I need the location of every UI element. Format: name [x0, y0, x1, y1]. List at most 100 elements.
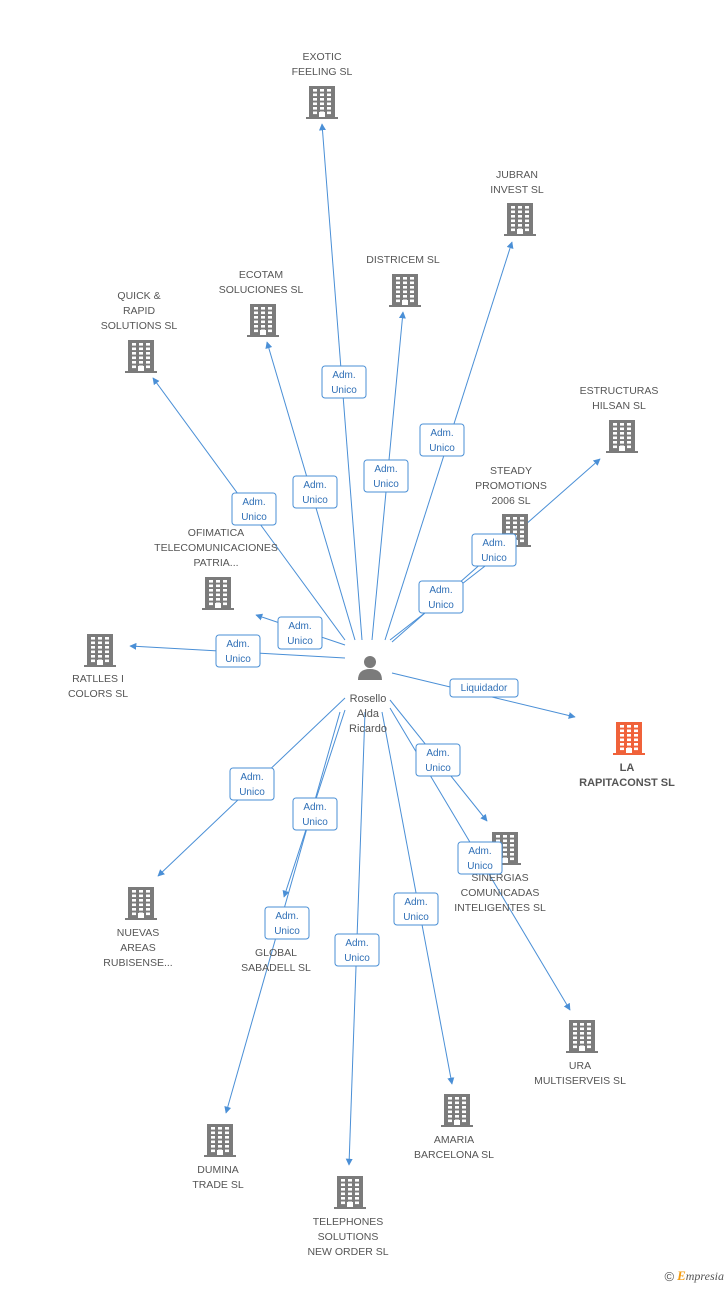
relation-text: Unico [344, 953, 370, 964]
relation-text: Adm. [430, 428, 453, 439]
relation-label-steady-promotions[interactable]: Adm.Unico [418, 580, 464, 614]
company-name: COLORS SL [68, 688, 128, 700]
relation-text: Adm. [226, 639, 249, 650]
relation-text: Unico [241, 512, 267, 523]
relation-text: Adm. [482, 538, 505, 549]
company-name: RAPID [123, 305, 156, 317]
relation-text: Unico [403, 912, 429, 923]
company-name: AMARIA [434, 1134, 474, 1146]
relation-label-ofimatica[interactable]: Adm. Unico [277, 616, 323, 650]
relation-text: Unico [225, 654, 251, 665]
building-icon[interactable] [504, 203, 536, 236]
company-name: TELEPHONES [313, 1216, 384, 1228]
company-name: URA [569, 1060, 591, 1072]
building-icon[interactable] [441, 1094, 473, 1127]
relation-text: Unico [373, 479, 399, 490]
brand-logo: Empresia [677, 1268, 724, 1283]
building-icon[interactable] [247, 304, 279, 337]
relation-text: Adm. [242, 497, 265, 508]
relation-label-global-sabadell[interactable]: Adm.Unico [292, 797, 338, 831]
company-name: JUBRAN [496, 169, 538, 181]
company-node-ratlles[interactable]: RATLLES I COLORS SL [68, 634, 128, 700]
company-name: NEW ORDER SL [307, 1246, 388, 1258]
company-name: STEADY [490, 465, 532, 477]
building-icon[interactable] [84, 634, 116, 667]
relation-label-amaria-barcelona[interactable]: Adm. Unico [393, 892, 439, 926]
company-name: SOLUTIONS SL [101, 320, 178, 332]
relation-text: Unico [239, 787, 265, 798]
relation-label-districem[interactable]: Adm.Unico [363, 459, 409, 493]
relation-label-ratlles[interactable]: Adm. Unico [215, 634, 261, 668]
company-name: RATLLES I [72, 673, 124, 685]
company-name: DISTRICEM SL [366, 254, 440, 266]
building-icon[interactable] [613, 722, 645, 755]
company-name: SOLUTIONS [318, 1231, 379, 1243]
building-icon[interactable] [125, 340, 157, 373]
relation-text: Adm. [429, 585, 452, 596]
relation-text: Adm. [303, 480, 326, 491]
building-icon[interactable] [566, 1020, 598, 1053]
relation-label-telephones-solutions[interactable]: Adm.Unico [334, 933, 380, 967]
relation-text: Adm. [332, 370, 355, 381]
building-icon[interactable] [125, 887, 157, 920]
relation-label-nuevas-areas[interactable]: Adm.Unico [229, 767, 275, 801]
building-icon[interactable] [389, 274, 421, 307]
building-icon[interactable] [204, 1124, 236, 1157]
relation-label-sinergias[interactable]: Adm.Unico [415, 743, 461, 777]
relation-text: Adm. [404, 897, 427, 908]
building-icon[interactable] [306, 86, 338, 119]
company-name: SOLUCIONES SL [219, 284, 304, 296]
relation-text: Liquidador [461, 683, 508, 694]
building-icon[interactable] [606, 420, 638, 453]
relation-text: Unico [331, 385, 357, 396]
relation-label-ecotam[interactable]: Adm.Unico [292, 475, 338, 509]
company-name: ESTRUCTURAS [580, 385, 659, 397]
company-node-ura-multiserveis[interactable]: URA MULTISERVEIS SL [534, 1020, 626, 1087]
relation-text: Unico [287, 636, 313, 647]
relation-label-ura-multiserveis[interactable]: Adm.Unico [457, 841, 503, 875]
person-name: Alda [357, 708, 380, 720]
company-name: INTELIGENTES SL [454, 902, 546, 914]
company-node-ofimatica[interactable]: OFIMATICATELECOMUNICACIONESPATRIA... [154, 527, 278, 610]
company-name: LA [620, 762, 635, 774]
company-node-telephones-solutions[interactable]: TELEPHONES SOLUTIONS NEW ORDER SL [307, 1176, 389, 1258]
company-name: SABADELL SL [241, 962, 311, 974]
edges-layer [129, 123, 601, 1166]
relation-label-jubran-invest[interactable]: Adm.Unico [419, 423, 465, 457]
relation-label-estructuras-hilsan[interactable]: Adm. Unico [471, 533, 517, 567]
relation-label-exotic-feeling[interactable]: Adm. Unico [321, 365, 367, 399]
company-node-quick-rapid[interactable]: QUICK & RAPID SOLUTIONS SL [101, 290, 178, 373]
company-name: SINERGIAS [471, 872, 528, 884]
relation-label-la-rapitaconst[interactable]: Liquidador [449, 678, 519, 698]
relation-text: Unico [467, 861, 493, 872]
building-icon[interactable] [334, 1176, 366, 1209]
footer-brand: © Empresia [665, 1268, 725, 1284]
relation-label-dumina-trade[interactable]: Adm.Unico [264, 906, 310, 940]
company-name: QUICK & [117, 290, 160, 302]
company-node-nuevas-areas[interactable]: NUEVASAREASRUBISENSE... [103, 887, 173, 969]
relation-label-quick-rapid[interactable]: Adm. Unico [231, 492, 277, 526]
relation-text: Unico [302, 817, 328, 828]
person-icon [358, 656, 382, 680]
company-name: EXOTIC [302, 51, 342, 63]
relation-text: Adm. [288, 621, 311, 632]
relation-text: Unico [274, 926, 300, 937]
building-icon[interactable] [202, 577, 234, 610]
company-name: HILSAN SL [592, 400, 646, 412]
company-name: NUEVAS [117, 927, 159, 939]
company-node-estructuras-hilsan[interactable]: ESTRUCTURAS HILSAN SL [580, 385, 659, 453]
company-node-districem[interactable]: DISTRICEM SL [366, 254, 440, 307]
company-name: MULTISERVEIS SL [534, 1075, 626, 1087]
relation-text: Unico [481, 553, 507, 564]
